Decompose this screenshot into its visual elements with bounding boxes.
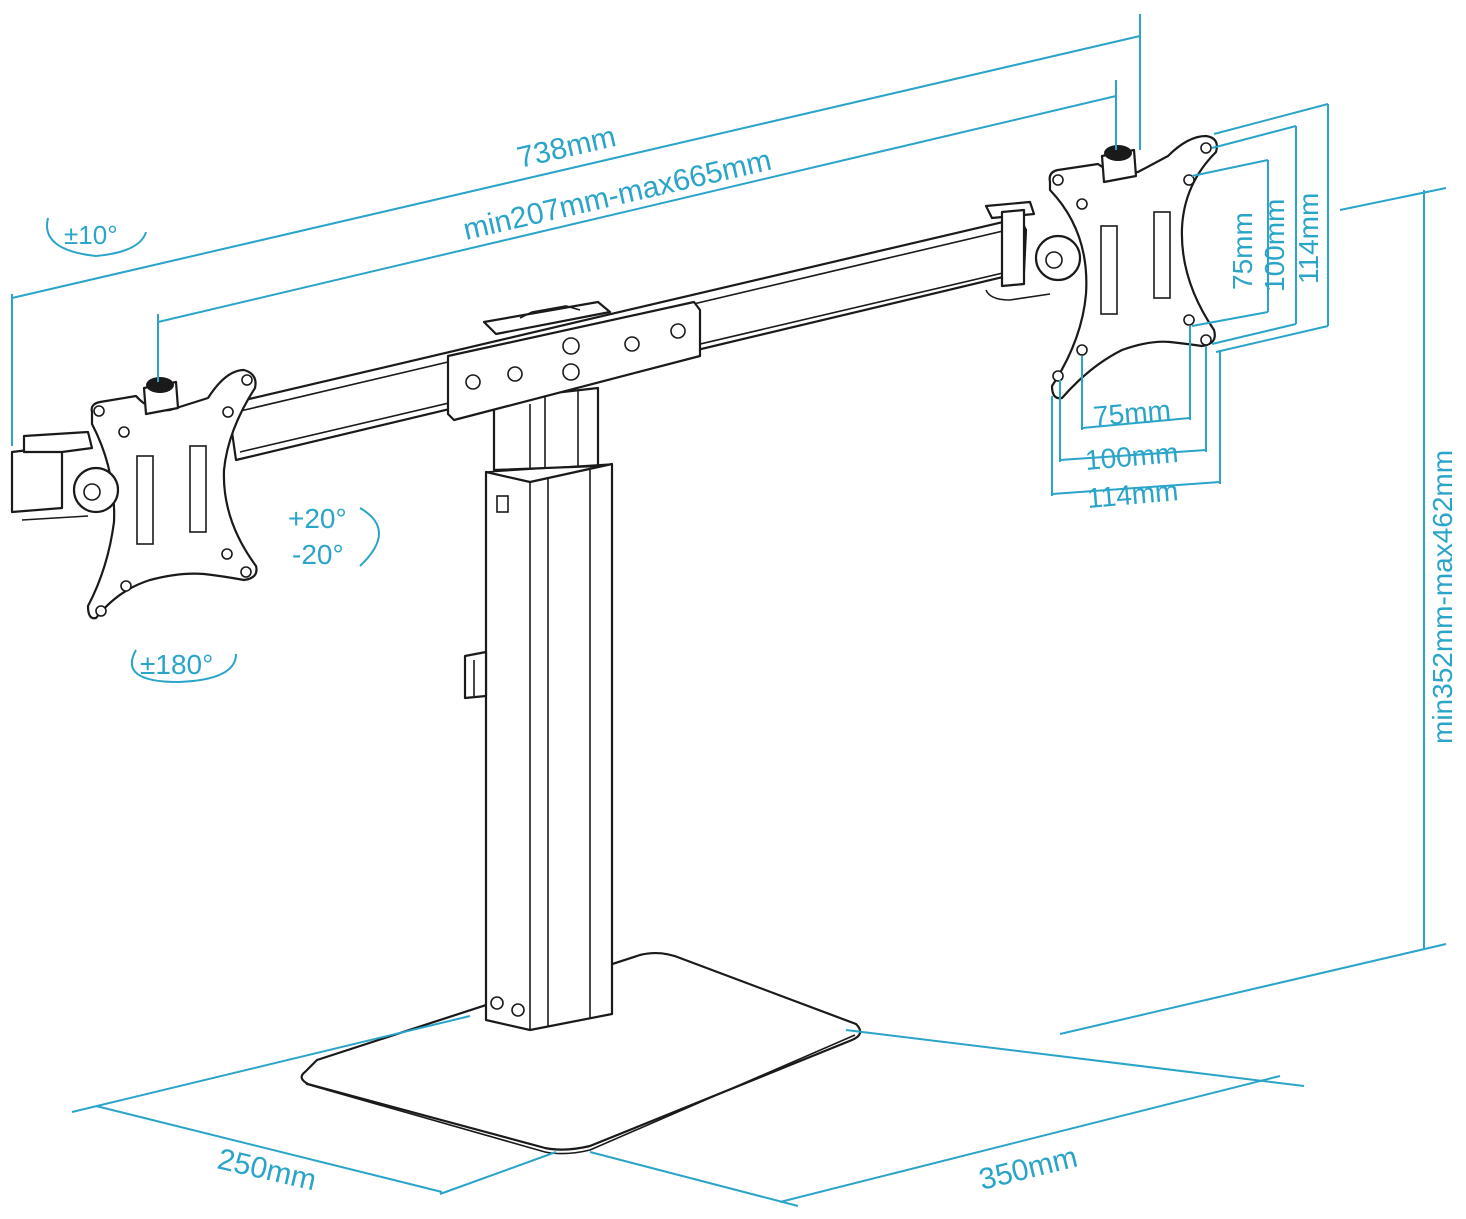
base-plate xyxy=(300,951,862,1155)
label-tilt-up: +20° xyxy=(288,503,347,534)
label-vesa-v-100: 100mm xyxy=(1259,199,1290,292)
label-base-depth: 250mm xyxy=(214,1143,319,1198)
label-arm-range: min207mm-max665mm xyxy=(460,144,774,247)
label-overall-width: 738mm xyxy=(514,120,619,175)
label-vesa-h-100: 100mm xyxy=(1084,437,1180,476)
label-vesa-h-75: 75mm xyxy=(1092,394,1172,432)
label-vesa-v-114: 114mm xyxy=(1293,193,1324,284)
crossbar xyxy=(226,216,1028,462)
column xyxy=(463,386,614,1032)
right-vesa-plate xyxy=(984,134,1218,400)
label-height-range: min352mm-max462mm xyxy=(1427,450,1458,744)
dimension-lines xyxy=(11,14,1447,1207)
label-vesa-h-114: 114mm xyxy=(1086,475,1180,514)
label-rotation: ±180° xyxy=(140,649,213,680)
left-vesa-plate xyxy=(10,368,258,620)
label-tilt-down: -20° xyxy=(292,539,344,570)
label-vesa-v-75: 75mm xyxy=(1227,212,1258,290)
label-tilt-side: ±10° xyxy=(64,220,118,250)
